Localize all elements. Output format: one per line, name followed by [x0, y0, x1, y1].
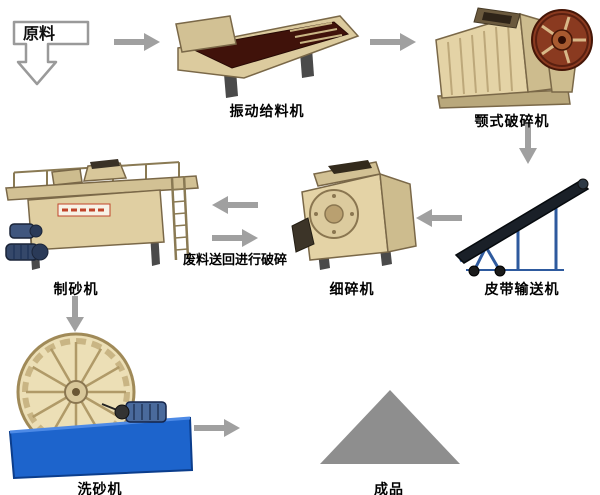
raw-material-arrow-icon: 原料	[12, 20, 90, 86]
arrow-right-icon	[194, 419, 240, 437]
arrow-right-icon	[370, 33, 416, 51]
raw-material-node: 原料	[8, 8, 100, 90]
fine-crusher-label: 细碎机	[329, 281, 375, 297]
raw-material-label: 原料	[23, 24, 55, 43]
jaw-crusher-node	[428, 0, 596, 112]
arrow-conveyor-to-fine	[414, 207, 464, 229]
arrow-jaw-to-conveyor	[517, 122, 539, 166]
sand-washer-node	[4, 328, 196, 480]
arrow-fine-to-maker	[210, 194, 260, 216]
sand-maker-node	[0, 148, 206, 274]
belt-conveyor-label: 皮带输送机	[484, 281, 560, 297]
arrow-down-icon	[519, 124, 537, 164]
arrow-right-icon	[212, 229, 258, 247]
arrow-right-icon	[114, 33, 160, 51]
sand-washer-label: 洗砂机	[77, 481, 123, 495]
waste-return-label: 废料送回进行破碎	[182, 252, 287, 267]
flywheel-icon	[531, 9, 593, 71]
arrow-left-icon	[212, 196, 258, 214]
vibrating-feeder-label: 振动给料机	[229, 103, 305, 119]
sand-maker-label: 制砂机	[53, 281, 99, 297]
vibrating-feeder-image	[175, 15, 360, 98]
vibrating-feeder-node	[172, 4, 364, 100]
bucket-wheel-icon	[16, 332, 136, 452]
jaw-crusher-label: 颚式破碎机	[474, 113, 550, 129]
arrow-washer-to-product	[192, 417, 242, 439]
finished-product-label: 成品	[374, 481, 404, 495]
product-pile-icon	[320, 390, 460, 464]
washer-tank-icon	[8, 416, 194, 480]
arrow-feeder-to-jaw	[368, 31, 418, 53]
washer-motor-icon	[101, 401, 167, 423]
sand-washer-image	[8, 332, 194, 480]
arrow-maker-return-to-fine	[210, 227, 260, 249]
arrow-raw-to-feeder	[112, 31, 162, 53]
belt-conveyor-image	[454, 178, 590, 277]
fine-crusher-node	[288, 152, 426, 274]
sand-maker-image	[5, 159, 199, 270]
jaw-crusher-image	[435, 7, 593, 109]
arrow-left-icon	[416, 209, 462, 227]
arrow-maker-to-washer	[64, 294, 86, 334]
belt-conveyor-node	[452, 165, 598, 277]
finished-product-node	[318, 388, 463, 466]
fine-crusher-image	[291, 160, 417, 270]
conveyor-belt-icon	[454, 178, 590, 264]
arrow-down-icon	[66, 296, 84, 332]
